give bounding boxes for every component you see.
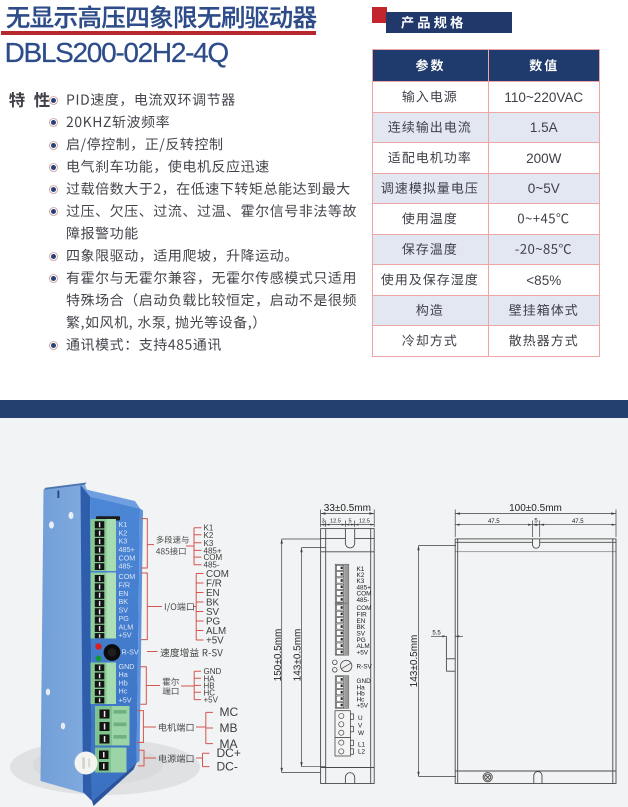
svg-text:Hc: Hc — [119, 687, 128, 696]
svg-text:100±0.5mm: 100±0.5mm — [509, 503, 562, 514]
svg-text:K2: K2 — [119, 528, 128, 537]
svg-text:MA: MA — [220, 737, 238, 751]
svg-text:GND: GND — [119, 662, 135, 671]
svg-text:V: V — [358, 723, 363, 730]
svg-text:ALM: ALM — [206, 626, 226, 637]
svg-text:150±0.5mm: 150±0.5mm — [273, 629, 284, 682]
svg-text:K3: K3 — [357, 578, 365, 585]
svg-text:485+: 485+ — [357, 584, 372, 591]
svg-text:Ha: Ha — [119, 670, 128, 679]
svg-text:+5V: +5V — [357, 650, 369, 657]
svg-text:COM: COM — [357, 591, 372, 598]
svg-text:F/R: F/R — [206, 579, 222, 590]
svg-text:COM: COM — [119, 572, 136, 581]
svg-text:GND: GND — [204, 667, 222, 676]
svg-text:485-: 485- — [357, 597, 370, 604]
svg-text:+5V: +5V — [206, 636, 224, 647]
svg-text:COM: COM — [119, 553, 136, 562]
svg-text:485+: 485+ — [204, 546, 222, 555]
svg-text:SV: SV — [206, 607, 220, 618]
svg-text:+5V: +5V — [119, 631, 132, 640]
svg-text:Ha: Ha — [357, 685, 366, 692]
svg-text:12.5: 12.5 — [359, 519, 370, 525]
svg-text:K1: K1 — [357, 566, 365, 573]
svg-text:5: 5 — [534, 519, 538, 525]
svg-text:U: U — [358, 715, 363, 722]
svg-text:DC+: DC+ — [217, 746, 241, 760]
svg-text:K1: K1 — [204, 524, 214, 533]
svg-text:COM: COM — [357, 605, 372, 612]
svg-text:485-: 485- — [204, 561, 220, 570]
svg-text:485-: 485- — [119, 561, 134, 570]
svg-text:HB: HB — [204, 681, 215, 690]
svg-text:K3: K3 — [204, 539, 214, 548]
svg-text:BK: BK — [357, 624, 366, 631]
svg-text:W: W — [358, 730, 365, 737]
svg-text:L2: L2 — [358, 749, 366, 756]
svg-text:EN: EN — [206, 588, 220, 599]
svg-text:+5V: +5V — [204, 696, 219, 705]
svg-text:3: 3 — [322, 519, 325, 525]
svg-text:Hb: Hb — [357, 691, 366, 698]
svg-text:FIR: FIR — [357, 612, 368, 619]
svg-text:12.5: 12.5 — [330, 519, 341, 525]
svg-text:5: 5 — [348, 519, 351, 525]
svg-text:47.5: 47.5 — [488, 519, 500, 525]
svg-text:SV: SV — [119, 605, 129, 614]
svg-text:+5V: +5V — [119, 695, 132, 704]
svg-text:K2: K2 — [204, 531, 214, 540]
svg-text:R-SV: R-SV — [357, 663, 373, 670]
svg-text:MB: MB — [220, 721, 238, 735]
svg-text:Hc: Hc — [357, 697, 366, 704]
svg-text:DC-: DC- — [217, 760, 238, 774]
svg-text:HC: HC — [204, 688, 216, 697]
svg-text:L1: L1 — [358, 741, 366, 748]
svg-text:K1: K1 — [119, 520, 128, 529]
svg-text:Hb: Hb — [119, 679, 128, 688]
svg-text:EN: EN — [357, 618, 366, 625]
svg-text:+5V: +5V — [357, 703, 369, 710]
svg-text:HA: HA — [204, 674, 216, 683]
svg-text:K2: K2 — [357, 572, 365, 579]
svg-text:EN: EN — [119, 589, 129, 598]
svg-text:BK: BK — [206, 598, 220, 609]
svg-text:K3: K3 — [119, 537, 128, 546]
svg-text:R-SV: R-SV — [122, 648, 139, 657]
svg-text:F/R: F/R — [119, 581, 131, 590]
svg-text:47.5: 47.5 — [572, 519, 584, 525]
svg-text:143±0.5mm: 143±0.5mm — [293, 629, 304, 682]
svg-text:MC: MC — [220, 705, 239, 719]
svg-text:SV: SV — [357, 631, 366, 638]
svg-text:5.5: 5.5 — [432, 631, 441, 637]
svg-text:PG: PG — [206, 617, 220, 628]
svg-text:PG: PG — [357, 637, 366, 644]
svg-text:PG: PG — [119, 614, 130, 623]
svg-text:ALM: ALM — [119, 622, 134, 631]
svg-text:GND: GND — [357, 678, 372, 685]
svg-text:BK: BK — [119, 597, 129, 606]
svg-text:COM: COM — [206, 569, 229, 580]
svg-text:33±0.5mm: 33±0.5mm — [324, 503, 371, 514]
svg-text:COM: COM — [204, 553, 223, 562]
svg-text:485+: 485+ — [119, 545, 135, 554]
svg-text:ALM: ALM — [357, 643, 370, 650]
svg-text:143±0.5mm: 143±0.5mm — [409, 635, 420, 688]
